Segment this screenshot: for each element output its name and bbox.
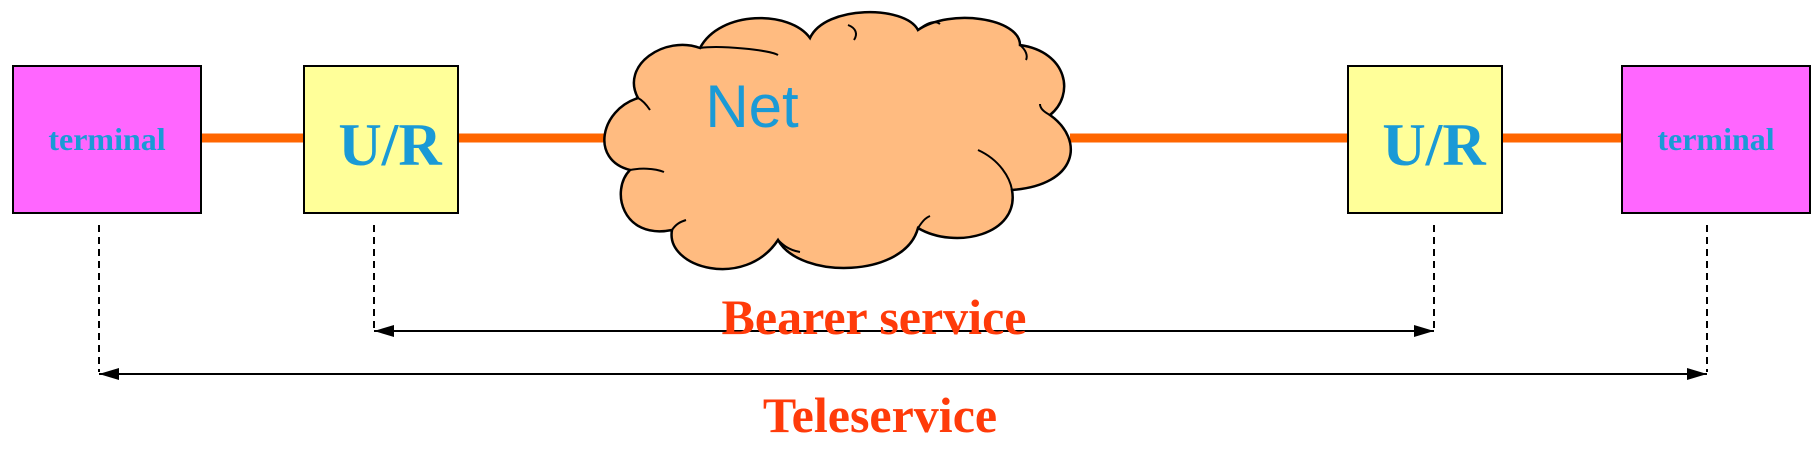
ur-left-box[interactable]	[303, 65, 459, 214]
terminal-left-label: terminal	[48, 121, 165, 157]
net-label: Net	[705, 73, 799, 140]
ur-left-label: U/R	[338, 112, 442, 178]
ur-right-box[interactable]	[1347, 65, 1503, 214]
teleservice-label: Teleservice	[763, 387, 997, 443]
ur-right-label: U/R	[1382, 112, 1486, 178]
terminal-right-label: terminal	[1657, 121, 1774, 157]
bearer-service-label: Bearer service	[722, 289, 1027, 345]
net-cloud	[603, 10, 1073, 271]
terminal-left-box[interactable]	[12, 65, 202, 214]
terminal-right-box[interactable]	[1621, 65, 1811, 214]
